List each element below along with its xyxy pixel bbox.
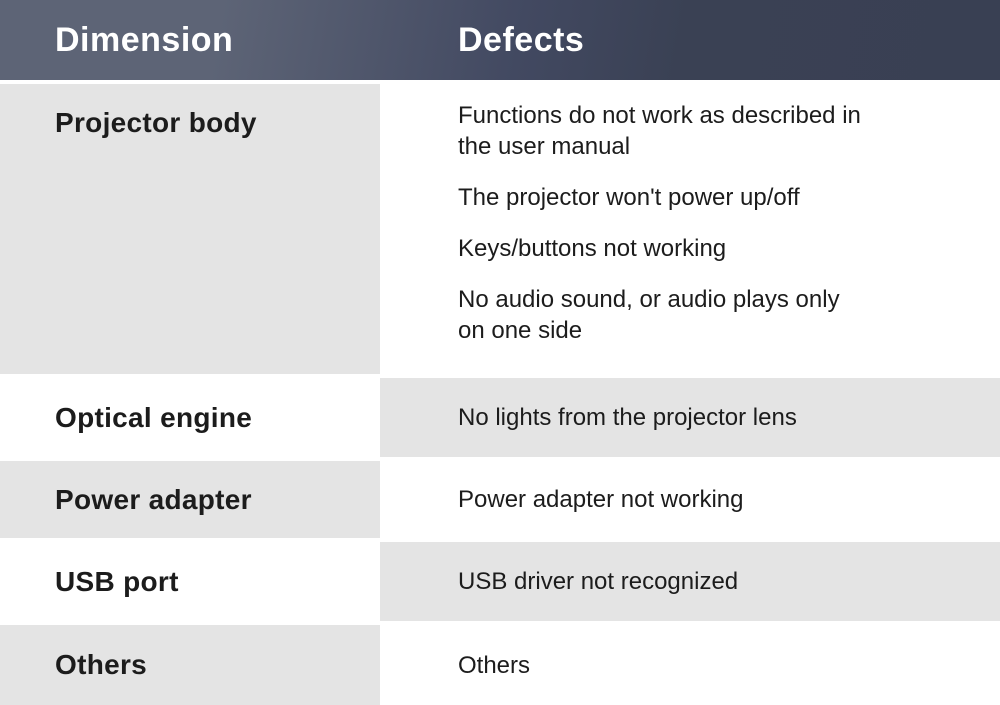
defects-cell: No lights from the projector lens xyxy=(380,378,1000,457)
dimension-cell: Power adapter xyxy=(0,461,380,538)
table-row-power-adapter: Power adapter Power adapter not working xyxy=(0,461,1000,538)
defect-item: Others xyxy=(458,651,531,679)
column-header-defects: Defects xyxy=(458,20,585,59)
defect-item: No audio sound, or audio plays only on o… xyxy=(458,286,840,344)
defect-item: No lights from the projector lens xyxy=(458,404,797,431)
defect-item: The projector won't power up/off xyxy=(458,184,800,211)
table-row-others: Others Others xyxy=(0,625,1000,705)
defect-item: Functions do not work as described in th… xyxy=(458,102,861,160)
defects-cell: USB driver not recognized xyxy=(380,542,1000,621)
table-row-projector-body: Projector body Functions do not work as … xyxy=(0,84,1000,374)
defect-item: Power adapter not working xyxy=(458,486,744,513)
defects-cell: Functions do not work as described in th… xyxy=(380,84,1000,374)
defect-item: Keys/buttons not working xyxy=(458,235,727,262)
defects-cell: Others xyxy=(380,625,1000,705)
table-row-optical-engine: Optical engine No lights from the projec… xyxy=(0,378,1000,457)
dimension-cell: USB port xyxy=(0,542,380,621)
column-header-dimension: Dimension xyxy=(55,20,234,59)
dimension-cell: Optical engine xyxy=(0,378,380,457)
dimension-cell: Projector body xyxy=(0,84,380,374)
defect-item: USB driver not recognized xyxy=(458,568,739,595)
table-header-row: Dimension Defects xyxy=(0,0,1000,80)
dimension-cell: Others xyxy=(0,625,380,705)
table-row-usb-port: USB port USB driver not recognized xyxy=(0,542,1000,621)
defects-cell: Power adapter not working xyxy=(380,461,1000,538)
